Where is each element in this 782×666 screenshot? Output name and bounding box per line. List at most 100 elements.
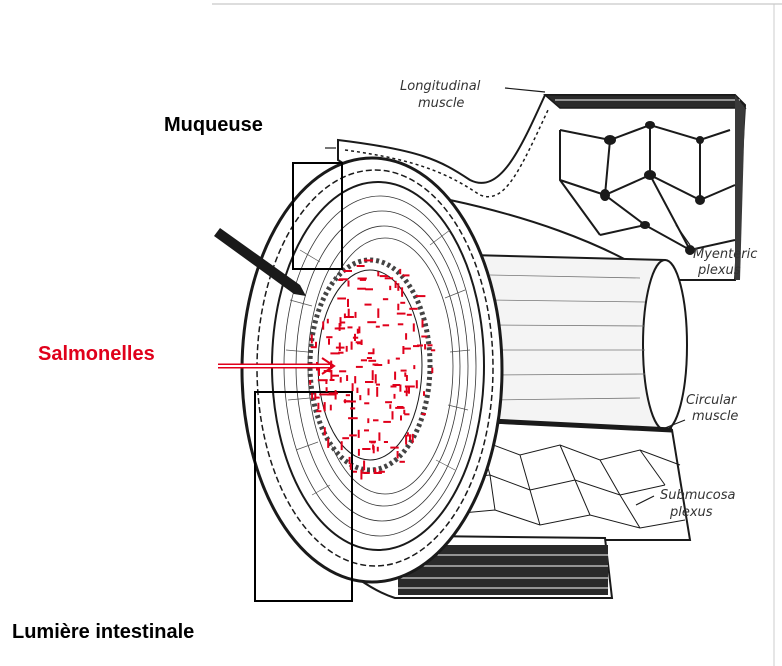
salmonella-mark <box>340 377 342 383</box>
myenteric-label-2: plexus <box>697 263 741 278</box>
salmonella-mark <box>323 405 325 410</box>
lumiere-intestinale-label: Lumière intestinale <box>12 622 194 642</box>
salmonella-mark <box>324 427 326 435</box>
salmonella-mark <box>395 407 404 409</box>
salmonella-mark <box>395 281 397 288</box>
salmonella-mark <box>375 374 377 383</box>
salmonella-mark <box>424 344 426 349</box>
salmonella-mark <box>339 370 346 372</box>
salmonella-mark <box>383 324 390 326</box>
salmonella-mark <box>376 387 378 397</box>
salmonella-mark <box>407 432 409 436</box>
salmonella-mark <box>357 329 359 334</box>
salmonella-mark <box>373 419 379 421</box>
salmonella-mark <box>397 313 406 315</box>
salmonella-mark <box>413 323 415 331</box>
salmonella-mark <box>317 403 319 410</box>
salmonella-mark <box>431 368 433 374</box>
salmonella-mark <box>346 401 356 403</box>
salmonella-mark <box>349 434 357 436</box>
salmonella-mark <box>378 432 380 440</box>
salmonella-mark <box>346 375 348 381</box>
cross-section-rings <box>242 158 502 582</box>
salmonella-mark <box>398 323 404 325</box>
salmonella-mark <box>309 380 311 385</box>
salmonella-mark <box>326 336 332 338</box>
salmonella-mark <box>364 402 369 404</box>
salmonella-mark <box>327 394 336 396</box>
salmonella-mark <box>393 384 401 386</box>
salmonella-mark <box>339 343 341 352</box>
salmonella-mark <box>311 393 313 400</box>
salmonella-mark <box>344 270 353 272</box>
salmonella-mark <box>354 376 356 383</box>
salmonella-mark <box>377 272 379 277</box>
salmonella-mark <box>422 320 424 328</box>
salmonella-mark <box>389 404 391 409</box>
salmonella-mark <box>394 394 396 399</box>
salmonella-mark <box>314 393 316 400</box>
circular-label-2: muscle <box>692 409 738 424</box>
submucosa-label-1: Submucosa <box>660 488 736 503</box>
submucosa-label-2: plexus <box>669 505 713 520</box>
salmonella-mark <box>403 410 405 414</box>
longitudinal-leader <box>505 88 545 92</box>
salmonella-mark <box>406 375 408 381</box>
salmonella-mark <box>318 379 328 381</box>
salmonella-mark <box>373 446 375 453</box>
salmonella-mark <box>365 288 373 290</box>
salmonella-mark <box>368 388 370 395</box>
salmonella-mark <box>389 286 391 290</box>
salmonella-mark <box>330 370 332 380</box>
salmonella-mark <box>385 277 393 279</box>
salmonella-mark <box>413 365 415 369</box>
circular-label-1: Circular <box>686 393 738 408</box>
salmonella-mark <box>396 358 400 360</box>
salmonella-mark <box>356 388 358 393</box>
salmonella-mark <box>358 449 360 456</box>
salmonella-mark <box>351 342 353 350</box>
salmonella-mark <box>348 417 358 419</box>
salmonella-mark <box>409 308 417 310</box>
inner-cylinder <box>470 255 687 430</box>
salmonella-mark <box>380 275 388 277</box>
salmonella-mark <box>348 281 350 287</box>
salmonella-mark <box>384 441 388 443</box>
salmonella-mark <box>392 411 394 419</box>
salmonella-mark <box>340 317 342 326</box>
salmonella-mark <box>405 435 407 445</box>
salmonella-mark <box>367 321 376 323</box>
salmonella-mark <box>374 364 382 366</box>
salmonella-mark <box>362 448 370 450</box>
salmonella-mark <box>379 471 385 473</box>
salmonella-mark <box>349 457 351 464</box>
salmonella-mark <box>364 259 373 261</box>
salmonella-mark <box>423 391 425 396</box>
salmonella-mark <box>400 302 405 304</box>
salmonella-mark <box>412 434 414 443</box>
salmonella-mark <box>404 348 411 350</box>
salmonella-mark <box>362 472 367 474</box>
salmonella-mark <box>385 401 392 403</box>
salmonella-mark <box>315 342 317 347</box>
salmonella-mark <box>376 326 380 328</box>
salmonella-mark <box>350 407 355 409</box>
salmonella-mark <box>401 287 403 297</box>
salmonella-mark <box>342 437 349 439</box>
salmonella-mark <box>400 461 405 463</box>
salmonella-mark <box>422 413 426 415</box>
salmonella-mark <box>353 471 357 473</box>
salmonella-mark <box>357 288 366 290</box>
salmonella-mark <box>372 370 374 380</box>
salmonella-mark <box>427 344 432 346</box>
salmonella-mark <box>377 447 379 452</box>
salmonella-mark <box>365 304 372 306</box>
salmonella-mark <box>397 283 399 291</box>
salmonella-mark <box>363 461 365 471</box>
salmonella-mark <box>357 265 365 267</box>
salmonella-mark <box>327 319 329 324</box>
salmonella-mark <box>383 298 388 300</box>
salmonella-mark <box>367 357 372 359</box>
